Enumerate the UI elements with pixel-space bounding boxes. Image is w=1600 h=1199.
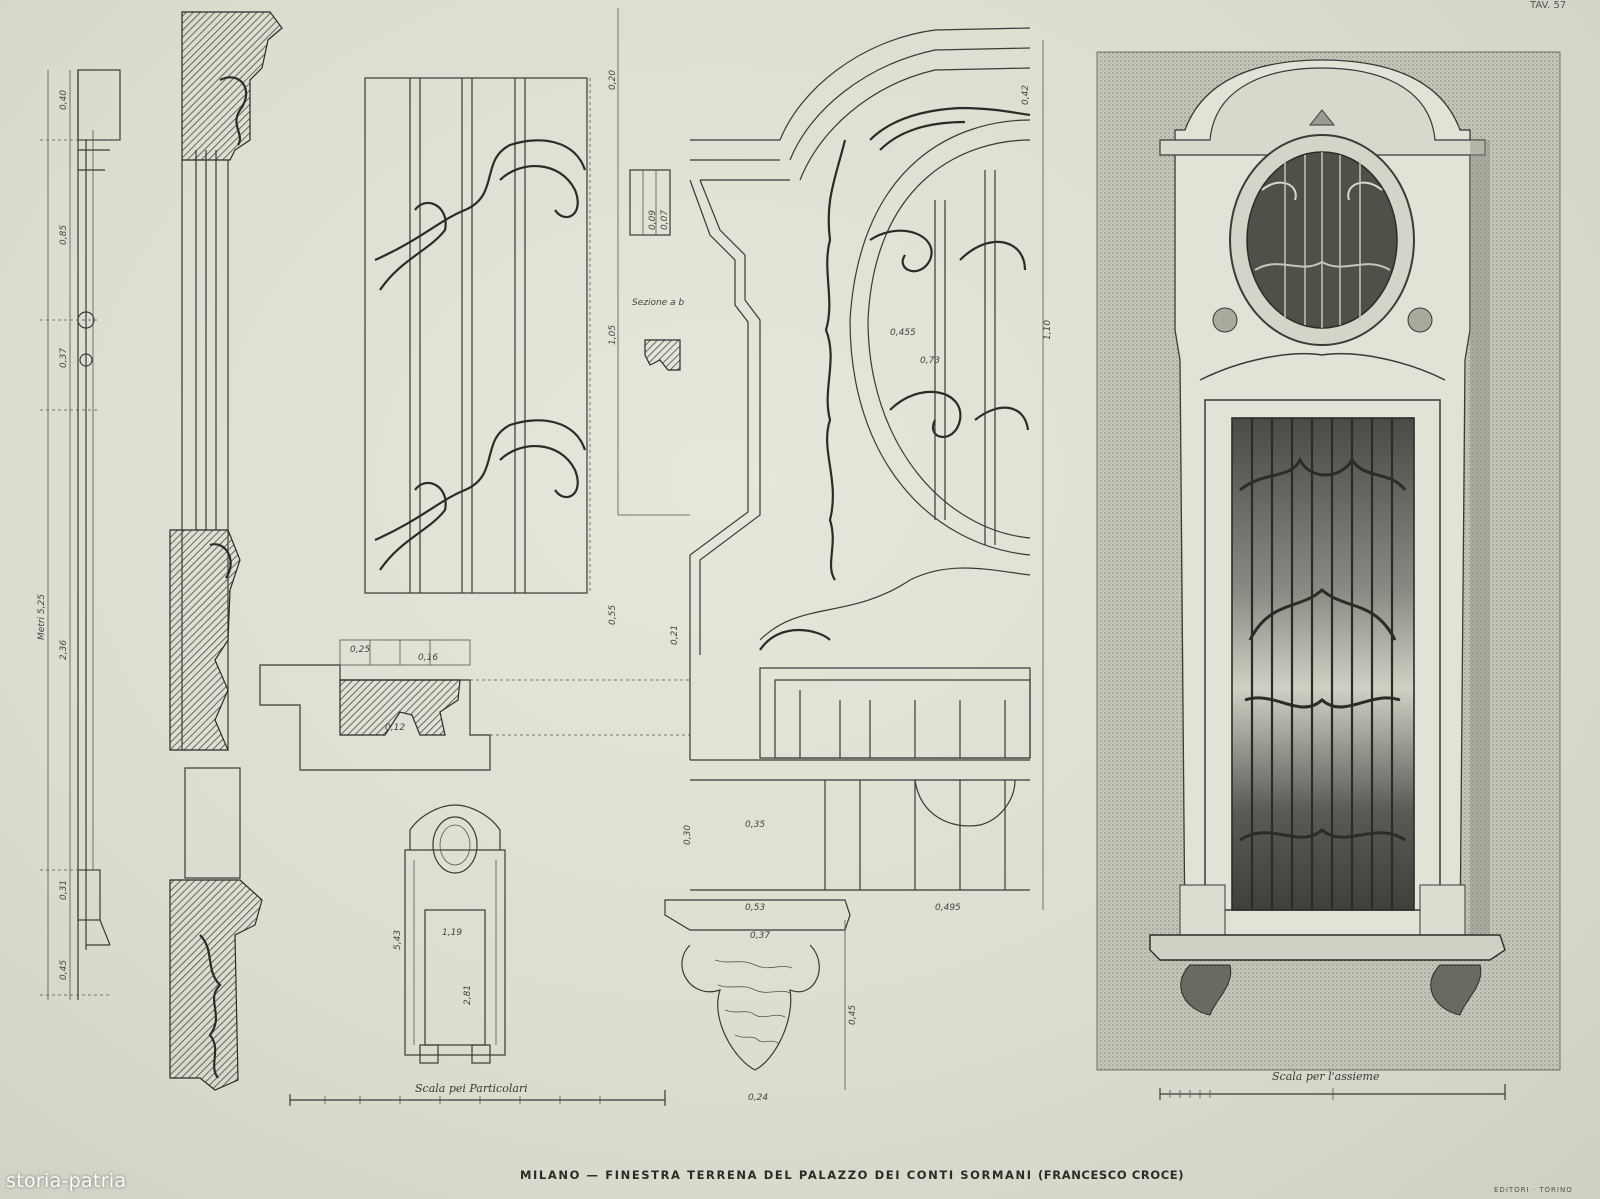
dim-label-d7: 0,20 (608, 70, 618, 90)
dim-label-d15: 0,35 (745, 820, 765, 830)
dim-label-d16: 0,30 (683, 825, 693, 845)
publisher-mark: EDITORI · TORINO (1494, 1186, 1573, 1194)
dim-label-d9: 0,55 (608, 605, 618, 625)
vertical-profile-elevation: 0,40 0,85 0,37 2,36 0,31 0,45 Metri 5,25 (37, 69, 121, 1000)
dim-label-d17: 0,53 (745, 903, 765, 913)
window-rendering (1096, 51, 1561, 1071)
scale-bar-details (289, 1090, 666, 1106)
dim-label-d19: 0,37 (750, 931, 770, 941)
metres-label: Metri 5,25 (37, 594, 47, 640)
dim-label-d2: 0,85 (59, 225, 69, 245)
section-ab-label: Sezione a b (632, 298, 684, 308)
dim-label-d27: 0,16 (418, 653, 438, 663)
dim-label-d22: 5,43 (393, 930, 403, 950)
dim-label-d26: 0,12 (385, 723, 405, 733)
plate-caption: MILANO — FINESTRA TERRENA DEL PALAZZO DE… (520, 1168, 1420, 1182)
dim-label-d10: 0,21 (670, 625, 680, 645)
dim-label-d13: 0,455 (890, 328, 916, 338)
dim-label-d1: 0,40 (59, 90, 69, 110)
grille-detail (364, 77, 591, 594)
caption-main: MILANO — FINESTRA TERRENA DEL PALAZZO DE… (520, 1168, 1033, 1182)
scale-ensemble-label: Scala per l'assieme (1272, 1070, 1380, 1083)
dim-label-d29: 0,07 (660, 210, 670, 230)
jamb-section (169, 11, 283, 1091)
watermark: storia-patria (6, 1170, 127, 1192)
dim-label-d3: 0,37 (59, 348, 69, 368)
dim-label-d8: 1,05 (608, 325, 618, 345)
dim-label-d14: 0,73 (920, 356, 940, 366)
sill-section (259, 639, 690, 771)
dim-label-d5: 0,31 (59, 880, 69, 900)
scale-bar-ensemble (1159, 1084, 1506, 1100)
dim-label-d6: 0,45 (59, 960, 69, 980)
plate-number: TAV. 57 (1530, 0, 1567, 11)
dim-label-d20: 0,45 (848, 1005, 858, 1025)
dim-label-d28: 0,09 (648, 210, 658, 230)
dim-label-d11: 0,42 (1021, 85, 1031, 105)
dim-label-d25: 0,25 (350, 645, 370, 655)
small-window-elevation: 5,43 1,19 2,81 (393, 804, 506, 1064)
scale-details-label: Scala pei Particolari (415, 1082, 528, 1095)
dim-label-d24: 2,81 (463, 985, 473, 1005)
dim-label-d4: 2,36 (59, 640, 69, 660)
dim-label-d12: 1,10 (1043, 320, 1053, 340)
dim-label-d23: 1,19 (442, 928, 462, 938)
dim-label-d18: 0,495 (935, 903, 961, 913)
dim-label-d21: 0,24 (748, 1093, 768, 1103)
window-half-elevation: 0,20 1,05 0,55 0,21 0,42 1,10 0,455 0,73… (350, 8, 1053, 1103)
caption-author: (FRANCESCO CROCE) (1037, 1168, 1185, 1182)
